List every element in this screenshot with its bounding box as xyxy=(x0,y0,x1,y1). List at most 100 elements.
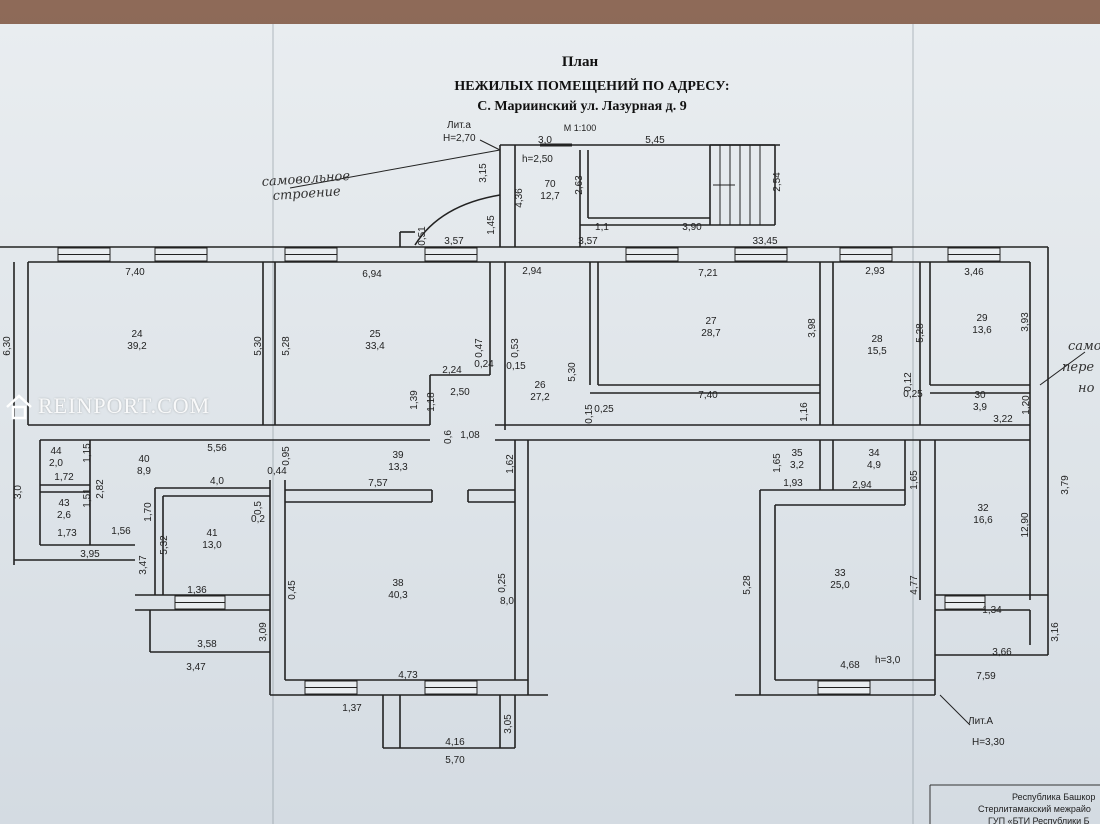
dim: 1,51 xyxy=(82,488,93,508)
lit-a-small-label: Лит.а xyxy=(447,120,471,131)
dim: 1,62 xyxy=(505,454,516,474)
room-30-number: 30 xyxy=(974,390,986,401)
dim: 7,57 xyxy=(368,478,388,489)
dim: 2,93 xyxy=(865,266,885,277)
dim: 0,24 xyxy=(474,359,494,370)
dim: 4,73 xyxy=(398,670,418,681)
dim: 3,98 xyxy=(807,318,818,338)
stairs xyxy=(540,143,761,225)
dim: 0,15 xyxy=(584,404,595,424)
stamp-line3: ГУП «БТИ Республики Б xyxy=(988,816,1090,824)
dim: 7,59 xyxy=(976,671,996,682)
room-27-area: 28,7 xyxy=(701,328,721,339)
dim: 3,05 xyxy=(503,714,514,734)
dim: 1,70 xyxy=(143,502,154,522)
room33-height: h=3,0 xyxy=(875,655,901,666)
dim: 4,68 xyxy=(840,660,860,671)
stamp-box: Республика Башкор Стерлитамакский межрай… xyxy=(929,784,1100,824)
handwritten-note-line2: строение xyxy=(272,184,341,204)
dim: 0,51 xyxy=(417,226,428,246)
dim: 3,47 xyxy=(186,662,206,673)
dim: 3,0 xyxy=(538,135,552,146)
dim: 7,40 xyxy=(698,390,718,401)
dim: 5,70 xyxy=(445,755,465,766)
right-note-line2: пере xyxy=(1062,360,1094,375)
right-note-line1: само xyxy=(1068,339,1100,354)
dim: 2,82 xyxy=(95,479,106,499)
dim: 3,47 xyxy=(138,555,149,575)
dim: 0,6 xyxy=(443,430,454,444)
room-30-area: 3,9 xyxy=(973,402,987,413)
plan-title: План xyxy=(562,54,599,70)
room-25-area: 33,4 xyxy=(365,341,385,352)
dim: 1,93 xyxy=(783,478,803,489)
dim: 3,95 xyxy=(80,549,100,560)
room-34-number: 34 xyxy=(868,448,880,459)
right-note-line3: но xyxy=(1078,381,1095,396)
dim: 3,57 xyxy=(444,236,464,247)
room-28-area: 15,5 xyxy=(867,346,887,357)
dim: 0,95 xyxy=(281,446,292,466)
dim: 6,94 xyxy=(362,269,382,280)
annex-height: h=2,50 xyxy=(522,154,553,165)
dim: 1,15 xyxy=(82,443,93,463)
dim: 1,18 xyxy=(426,392,437,412)
room-44-area: 2,0 xyxy=(49,458,63,469)
dim: 7,21 xyxy=(698,268,718,279)
dim: 2,94 xyxy=(522,266,542,277)
dim: 0,45 xyxy=(287,580,298,600)
room-33-number: 33 xyxy=(834,568,846,579)
dim: 0,12 xyxy=(903,372,914,392)
dim: 3,09 xyxy=(258,622,269,642)
dim: 3,57 xyxy=(578,236,598,247)
walls xyxy=(0,144,1049,749)
dim: 1,34 xyxy=(982,605,1002,616)
room-24-area: 39,2 xyxy=(127,341,147,352)
room-29-area: 13,6 xyxy=(972,325,992,336)
plan-sheet xyxy=(0,24,1100,824)
dim: 0,25 xyxy=(594,404,614,415)
room-35-area: 3,2 xyxy=(790,460,804,471)
dim: 3,90 xyxy=(682,222,702,233)
dim: 0,2 xyxy=(251,514,265,525)
dim: 1,1 xyxy=(595,222,609,233)
room-28-number: 28 xyxy=(871,334,883,345)
windows xyxy=(57,247,1001,695)
dim: 1,20 xyxy=(1021,395,1032,415)
room-44-number: 44 xyxy=(50,446,62,457)
room-25-number: 25 xyxy=(369,329,381,340)
dim: 1,73 xyxy=(57,528,77,539)
dim: 2,63 xyxy=(574,175,585,195)
plan-subtitle: НЕЖИЛЫХ ПОМЕЩЕНИЙ ПО АДРЕСУ: xyxy=(454,77,729,94)
room-43-number: 43 xyxy=(58,498,70,509)
plan-address: С. Мариинский ул. Лазурная д. 9 xyxy=(477,99,687,114)
dim: 3,46 xyxy=(964,267,984,278)
dim: 1,39 xyxy=(409,390,420,410)
room-24-number: 24 xyxy=(131,329,143,340)
dim: 2,24 xyxy=(442,365,462,376)
dim: 0,25 xyxy=(903,389,923,400)
dim: 2,50 xyxy=(450,387,470,398)
room-40-number: 40 xyxy=(138,454,150,465)
dim: 1,37 xyxy=(342,703,362,714)
room-38-number: 38 xyxy=(392,578,404,589)
handwritten-note-line1: самовольное xyxy=(261,169,351,190)
dim: 12,90 xyxy=(1020,512,1031,537)
dim: 3,66 xyxy=(992,647,1012,658)
dim: 4,16 xyxy=(445,737,465,748)
leader-lines xyxy=(289,139,1086,726)
dim: 5,45 xyxy=(645,135,665,146)
room-32-number: 32 xyxy=(977,503,989,514)
room-41-number: 41 xyxy=(206,528,218,539)
watermark-text: REINPORT.COM xyxy=(38,393,211,418)
dim: 4,77 xyxy=(909,575,920,595)
room-26-area: 27,2 xyxy=(530,392,550,403)
dim: 5,28 xyxy=(742,575,753,595)
dim: 5,30 xyxy=(253,336,264,356)
dim: 1,45 xyxy=(486,215,497,235)
dim: 1,72 xyxy=(54,472,74,483)
dimension-labels: 3,0 5,45 2,63 2,54 3,15 4,36 1,45 0,51 3… xyxy=(2,135,1071,766)
room-34-area: 4,9 xyxy=(867,460,881,471)
